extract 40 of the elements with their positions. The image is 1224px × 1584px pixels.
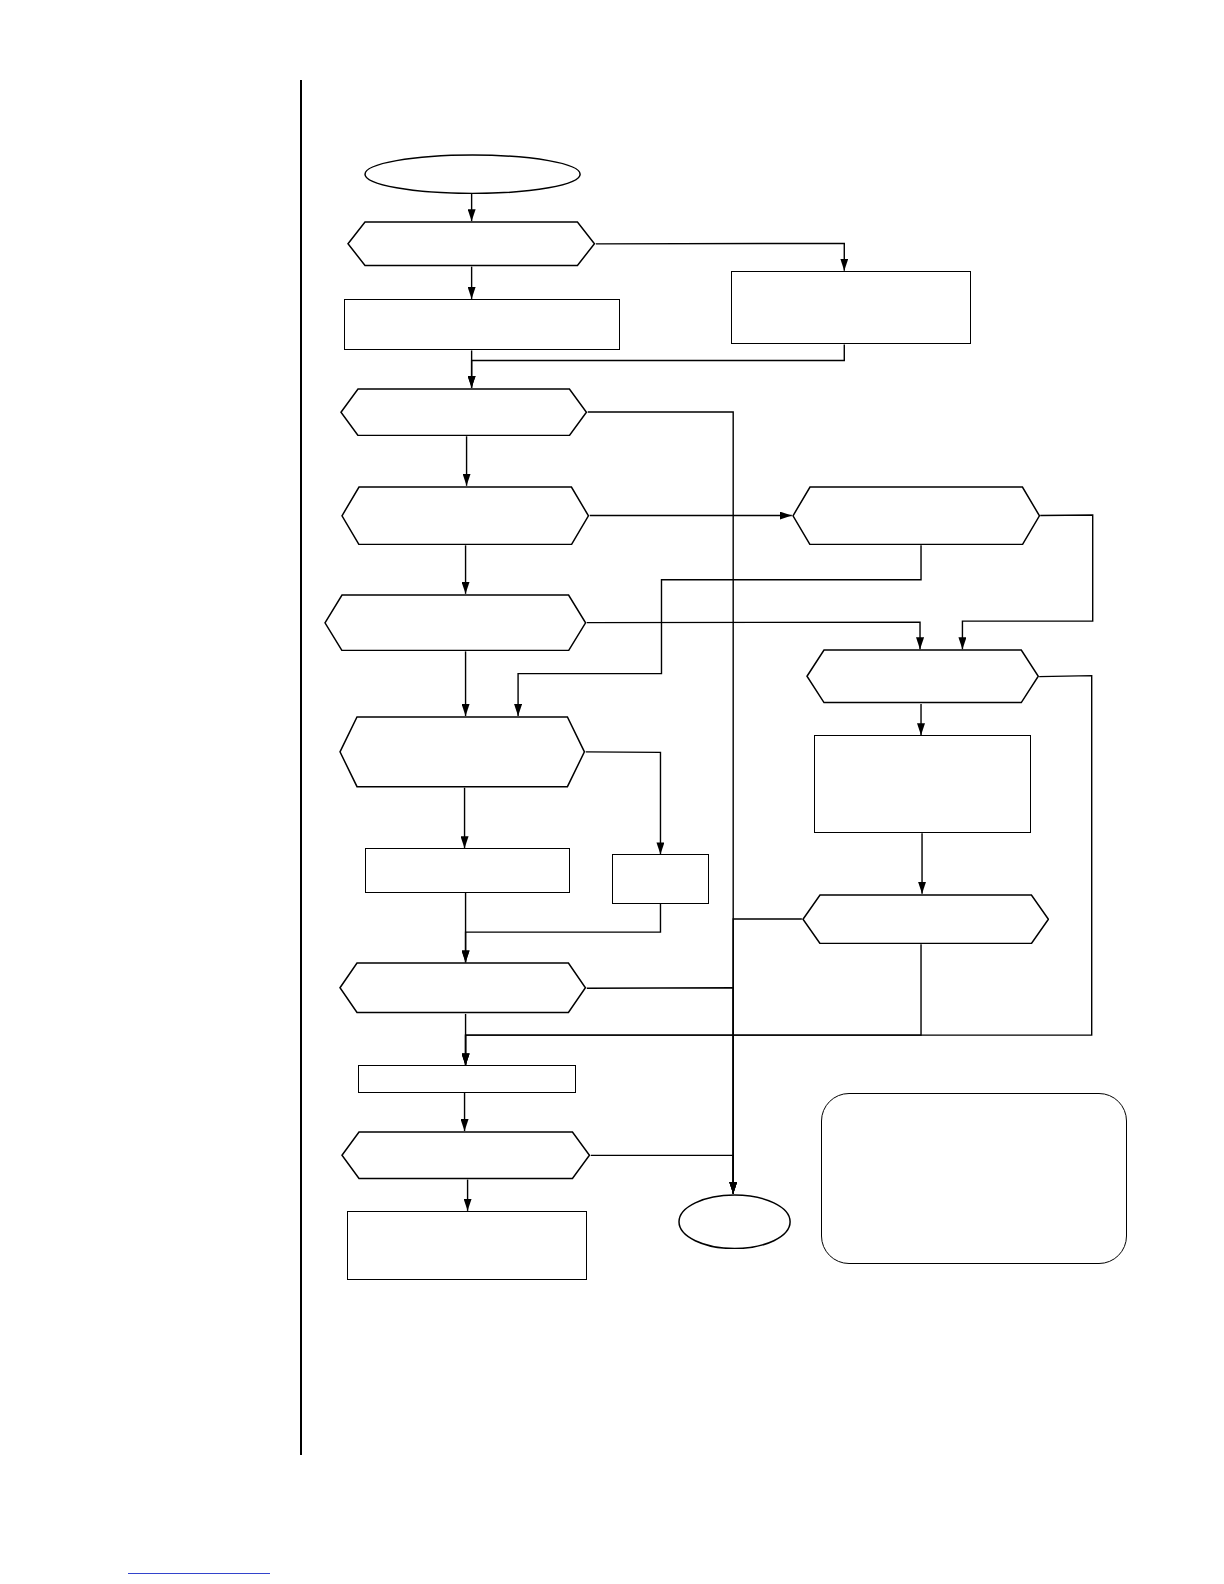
arrow [460, 1092, 469, 1132]
decision-hexagon [341, 485, 590, 546]
arrow [467, 193, 476, 222]
process-box [612, 854, 709, 904]
arrow [589, 511, 793, 520]
arrow [461, 1013, 470, 1067]
arrow [585, 751, 665, 856]
process-box [347, 1210, 587, 1280]
arrow [467, 343, 845, 389]
arrow [461, 544, 470, 595]
arrow [461, 650, 470, 717]
arrow [467, 265, 476, 300]
process-box [357, 1065, 576, 1093]
arrow [958, 514, 1094, 651]
decision-hexagon [341, 1131, 591, 1180]
decision-hexagon [791, 485, 1041, 546]
process-box [731, 270, 971, 345]
rounded-box [821, 1092, 1128, 1265]
arrow [586, 621, 924, 651]
decision-hexagon [805, 649, 1040, 704]
arrow [463, 1178, 472, 1212]
decision-hexagon [339, 962, 587, 1014]
arrow [460, 787, 469, 850]
process-box [344, 298, 621, 351]
decision-hexagon [340, 387, 588, 437]
decision-hexagon [347, 221, 596, 267]
terminal-ellipse [677, 1193, 791, 1250]
decision-hexagon [324, 593, 587, 652]
process-box [364, 848, 570, 893]
arrow [462, 435, 471, 487]
arrow [514, 544, 922, 717]
terminal-ellipse [363, 153, 581, 194]
arrow [917, 703, 926, 736]
arrow [461, 903, 662, 964]
arrow [590, 1154, 738, 1195]
process-box [813, 735, 1032, 834]
arrow [595, 242, 849, 272]
arrow [918, 832, 927, 895]
decision-hexagon [339, 716, 586, 788]
decision-hexagon [801, 893, 1050, 945]
